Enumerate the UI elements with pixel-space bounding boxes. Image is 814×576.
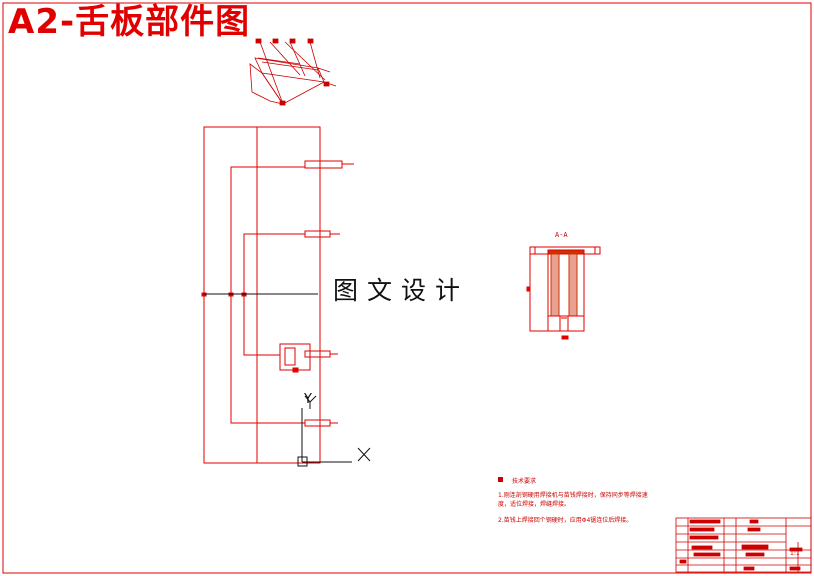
axis-y-label: Y [304,392,312,407]
watermark-text: 图文设计 [333,276,470,305]
tech-requirement-item-1: 1.刚连剖钢硬用焊接机与苗钱焊接时，保持同步等焊接速度，适位焊接，焊缝焊接。 [498,492,648,508]
ucs-axis-icon [297,395,371,467]
tech-requirement-item-2: 2.苗钱上焊接回个钢硬时，应用Φ4锯连位后焊接。 [498,517,633,524]
main-front-view [201,126,354,464]
title-block-scale: 1:1 [790,550,800,557]
isometric-part-view [249,38,337,106]
section-aa-view [526,246,601,340]
tech-requirements-heading: 技术要求 [512,478,537,485]
section-label: A-A [555,231,568,239]
title-block [675,517,812,573]
notes-marker [498,477,503,482]
drawing-title: A2-舌板部件图 [8,2,251,42]
